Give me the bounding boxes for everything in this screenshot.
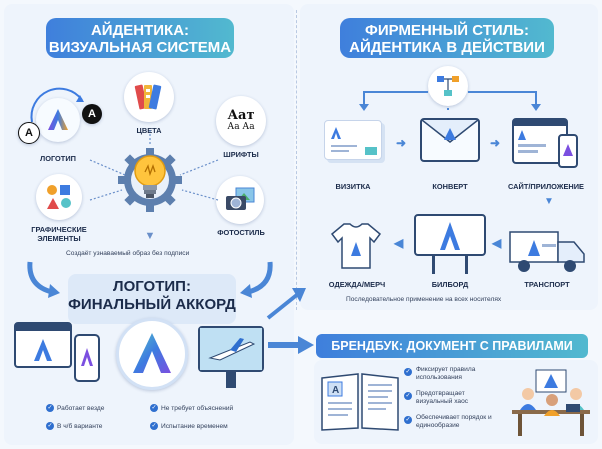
envelope-icon bbox=[420, 118, 480, 162]
arrow-left-icon: ◀ bbox=[394, 236, 404, 250]
logo-label: ЛОГОТИП bbox=[40, 154, 76, 163]
color-palette-icon bbox=[124, 72, 174, 122]
diagonal-arrow-icon bbox=[264, 286, 308, 322]
tshirt-icon bbox=[330, 222, 382, 270]
graphics-label-line1: ГРАФИЧЕСКИЕ bbox=[31, 225, 87, 234]
graphics-label: ГРАФИЧЕСКИЕ ЭЛЕМЕНТЫ bbox=[22, 225, 96, 243]
business-card-icon bbox=[324, 120, 382, 160]
browser-window-icon bbox=[14, 322, 72, 368]
merch-label: ОДЕЖДА/МЕРЧ bbox=[328, 280, 386, 289]
team-illustration bbox=[506, 366, 596, 440]
left-title-line1: АЙДЕНТИКА: bbox=[90, 22, 190, 39]
check-item-4: ✓Испытание временем bbox=[150, 422, 228, 430]
check-item-3: ✓В ч/б варианте bbox=[46, 422, 102, 430]
brandbook-point-3: ✓ Обеспечивает порядок и единообразие bbox=[404, 414, 504, 438]
check-item-2-text: Не требует объяснений bbox=[161, 404, 234, 412]
brandbook-title: БРЕНДБУК: ДОКУМЕНТ С ПРАВИЛАМИ bbox=[316, 334, 588, 358]
check-icon: ✓ bbox=[404, 392, 412, 400]
right-title-line1: ФИРМЕННЫЙ СТИЛЬ: bbox=[365, 22, 529, 39]
brandbook-point-1-text: Фиксирует правила использования bbox=[416, 366, 476, 381]
left-title-line2: ВИЗУАЛЬНАЯ СИСТЕМА bbox=[48, 39, 232, 57]
mobile-app-icon bbox=[558, 134, 578, 168]
graphics-label-line2: ЭЛЕМЕНТЫ bbox=[37, 233, 81, 243]
fonts-sample-small: Аа Аа bbox=[227, 122, 255, 133]
check-icon: ✓ bbox=[46, 404, 54, 412]
check-icon: ✓ bbox=[404, 368, 412, 376]
check-icon: ✓ bbox=[46, 422, 54, 430]
brandbook-point-2-text: Предотвращает визуальный хаос bbox=[416, 390, 469, 405]
svg-text:A: A bbox=[332, 385, 339, 396]
envelope-label: КОНВЕРТ bbox=[432, 182, 468, 191]
check-icon: ✓ bbox=[404, 416, 412, 424]
site-label: САЙТ/ПРИЛОЖЕНИЕ bbox=[508, 182, 584, 191]
arrow-right-icon: ➜ bbox=[396, 136, 407, 150]
phone-icon bbox=[74, 334, 100, 382]
check-item-2: ✓Не требует объяснений bbox=[150, 404, 233, 412]
divider bbox=[296, 10, 297, 310]
left-caption: Создаёт узнаваемый образ без подписи bbox=[66, 250, 190, 257]
fonts-icon: Аат Аа Аа bbox=[216, 96, 266, 146]
down-arrow-icon: ▼ bbox=[144, 230, 156, 242]
fonts-label: ШРИФТЫ bbox=[223, 150, 259, 159]
truck-icon bbox=[508, 228, 586, 274]
right-caption: Последовательное применение на всех носи… bbox=[346, 296, 502, 303]
logo-section-title: ЛОГОТИП: ФИНАЛЬНЫЙ АККОРД bbox=[68, 278, 236, 314]
check-item-1-text: Работает везде bbox=[57, 404, 105, 412]
logo-section-title-line1: ЛОГОТИП: bbox=[113, 278, 191, 295]
billboard-plane-icon bbox=[198, 326, 264, 372]
check-item-3-text: В ч/б варианте bbox=[57, 422, 103, 430]
logo-mono-icon: A bbox=[82, 104, 102, 124]
check-icon: ✓ bbox=[150, 404, 158, 412]
main-logo-icon bbox=[116, 318, 188, 390]
card-label: ВИЗИТКА bbox=[335, 182, 371, 191]
check-icon: ✓ bbox=[150, 422, 158, 430]
lightbulb-icon bbox=[131, 152, 169, 206]
logo-outline-icon: A bbox=[18, 122, 40, 144]
flow-arrows bbox=[350, 84, 546, 112]
graphic-elements-icon bbox=[36, 174, 82, 220]
billboard-icon bbox=[414, 214, 486, 256]
brandbook-point-2: ✓ Предотвращает визуальный хаос bbox=[404, 390, 504, 412]
arrow-left-icon: ◀ bbox=[492, 236, 502, 250]
camera-icon bbox=[216, 176, 264, 224]
right-arrow-icon bbox=[268, 336, 314, 354]
billboard-label: БИЛБОРД bbox=[431, 280, 469, 289]
right-title: ФИРМЕННЫЙ СТИЛЬ: АЙДЕНТИКА В ДЕЙСТВИИ bbox=[340, 18, 554, 58]
connector-arrows bbox=[80, 120, 230, 230]
photo-label: ФОТОСТИЛЬ bbox=[217, 228, 265, 237]
curved-arrow-left-icon bbox=[22, 260, 62, 300]
curved-arrow-right-icon bbox=[238, 260, 278, 300]
check-item-4-text: Испытание временем bbox=[161, 422, 228, 430]
logo-cycle-icon bbox=[20, 82, 98, 152]
brandbook-point-3-text: Обеспечивает порядок и единообразие bbox=[416, 414, 492, 429]
fonts-sample-big: Аат bbox=[227, 108, 255, 124]
arrow-right-icon: ➜ bbox=[490, 136, 501, 150]
open-book-icon: A bbox=[318, 368, 402, 434]
billboard-stand bbox=[226, 372, 236, 388]
logo-section-title-line2: ФИНАЛЬНЫЙ АККОРД bbox=[68, 296, 236, 313]
brandbook-point-1: ✓ Фиксирует правила использования bbox=[404, 366, 504, 388]
right-title-line2: АЙДЕНТИКА В ДЕЙСТВИИ bbox=[349, 39, 545, 57]
colors-label: ЦВЕТА bbox=[136, 126, 162, 135]
left-title: АЙДЕНТИКА: ВИЗУАЛЬНАЯ СИСТЕМА bbox=[46, 18, 234, 58]
billboard-legs bbox=[432, 256, 468, 274]
transport-label: ТРАНСПОРТ bbox=[524, 280, 570, 289]
check-item-1: ✓Работает везде bbox=[46, 404, 104, 412]
logo-section-box bbox=[68, 274, 236, 324]
arrow-down-icon: ▼ bbox=[544, 196, 554, 207]
logo-icon bbox=[36, 98, 80, 142]
flowchart-icon bbox=[428, 66, 468, 106]
